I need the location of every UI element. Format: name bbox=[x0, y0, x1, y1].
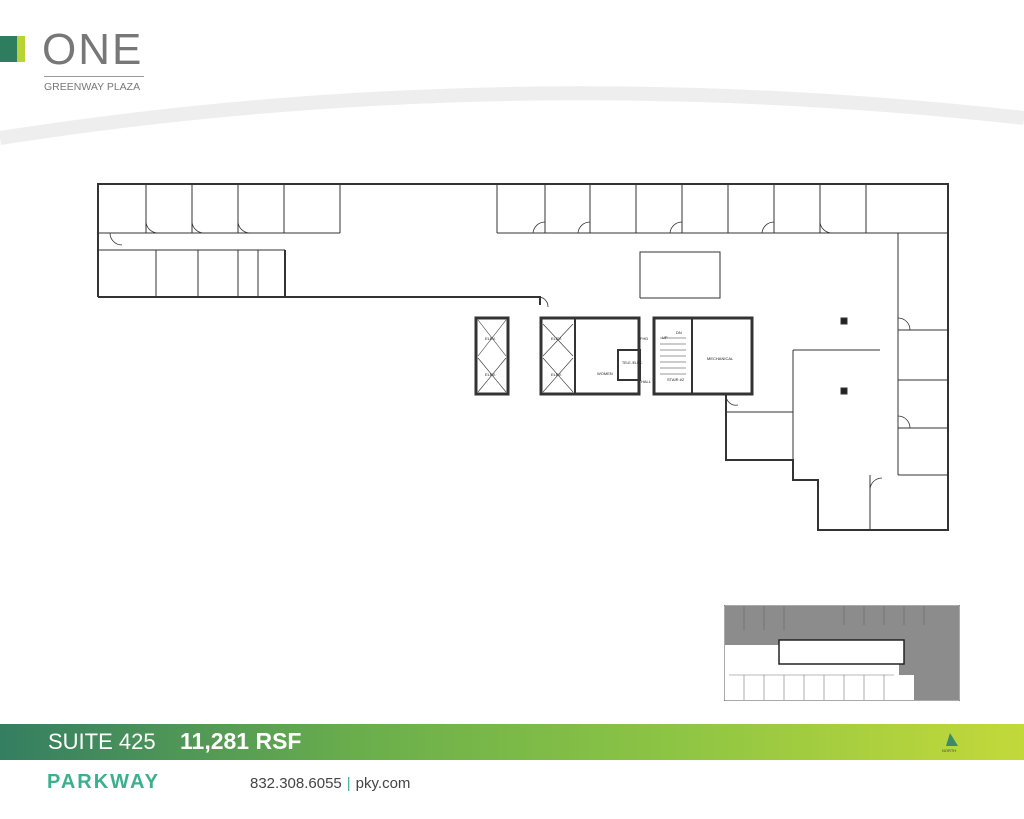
north-label: NORTH bbox=[942, 748, 957, 753]
key-plan-other-tenants bbox=[725, 606, 959, 700]
elevator-label: ELEV. bbox=[485, 372, 496, 377]
suite-number: SUITE 425 bbox=[48, 729, 156, 754]
exterior-walls bbox=[97, 183, 949, 531]
parkway-logo: PARKWAY bbox=[47, 771, 160, 793]
logo-title: ONE bbox=[42, 25, 144, 74]
contact-info: 832.308.6055|pky.com bbox=[250, 775, 410, 792]
header-swoosh bbox=[0, 86, 1024, 145]
stair-up-label: UP bbox=[662, 335, 668, 340]
phone-number: 832.308.6055 bbox=[250, 775, 342, 792]
elevator-label: ELEV. bbox=[551, 336, 562, 341]
elevator-label: ELEV. bbox=[551, 372, 562, 377]
logo-divider bbox=[44, 76, 144, 77]
hall-label: HALL bbox=[641, 379, 652, 384]
office-walls bbox=[98, 184, 948, 530]
website-link[interactable]: pky.com bbox=[355, 775, 411, 792]
elevator-label: ELEV. bbox=[485, 336, 496, 341]
separator: | bbox=[346, 775, 351, 792]
key-plan bbox=[724, 605, 960, 701]
tele-elec-label: TELE./ELEC. bbox=[622, 361, 643, 365]
room-labels: ELEV. ELEV. ELEV. ELEV. FHD TELE./ELEC. … bbox=[485, 330, 734, 384]
building-core bbox=[474, 316, 848, 396]
fhd-label: FHD bbox=[640, 336, 648, 341]
stair-down-label: DN bbox=[676, 330, 682, 335]
logo-mark-light bbox=[17, 36, 25, 62]
mechanical-label: MECHANICAL bbox=[707, 356, 734, 361]
logo-subtitle: GREENWAY PLAZA bbox=[44, 81, 141, 93]
north-arrow: NORTH bbox=[942, 732, 960, 753]
suite-banner: SUITE 425 11,281 RSF bbox=[0, 724, 1024, 760]
key-plan-core bbox=[778, 639, 905, 665]
stair-label: STAIR #2 bbox=[667, 377, 685, 382]
logo-mark-dark bbox=[0, 36, 17, 62]
women-restroom-label: WOMEN bbox=[597, 371, 613, 376]
door-swings bbox=[109, 221, 911, 491]
north-arrow-icon bbox=[946, 733, 958, 746]
suite-area: 11,281 RSF bbox=[180, 728, 302, 754]
floor-plan: ELEV. ELEV. ELEV. ELEV. FHD TELE./ELEC. … bbox=[97, 183, 949, 531]
